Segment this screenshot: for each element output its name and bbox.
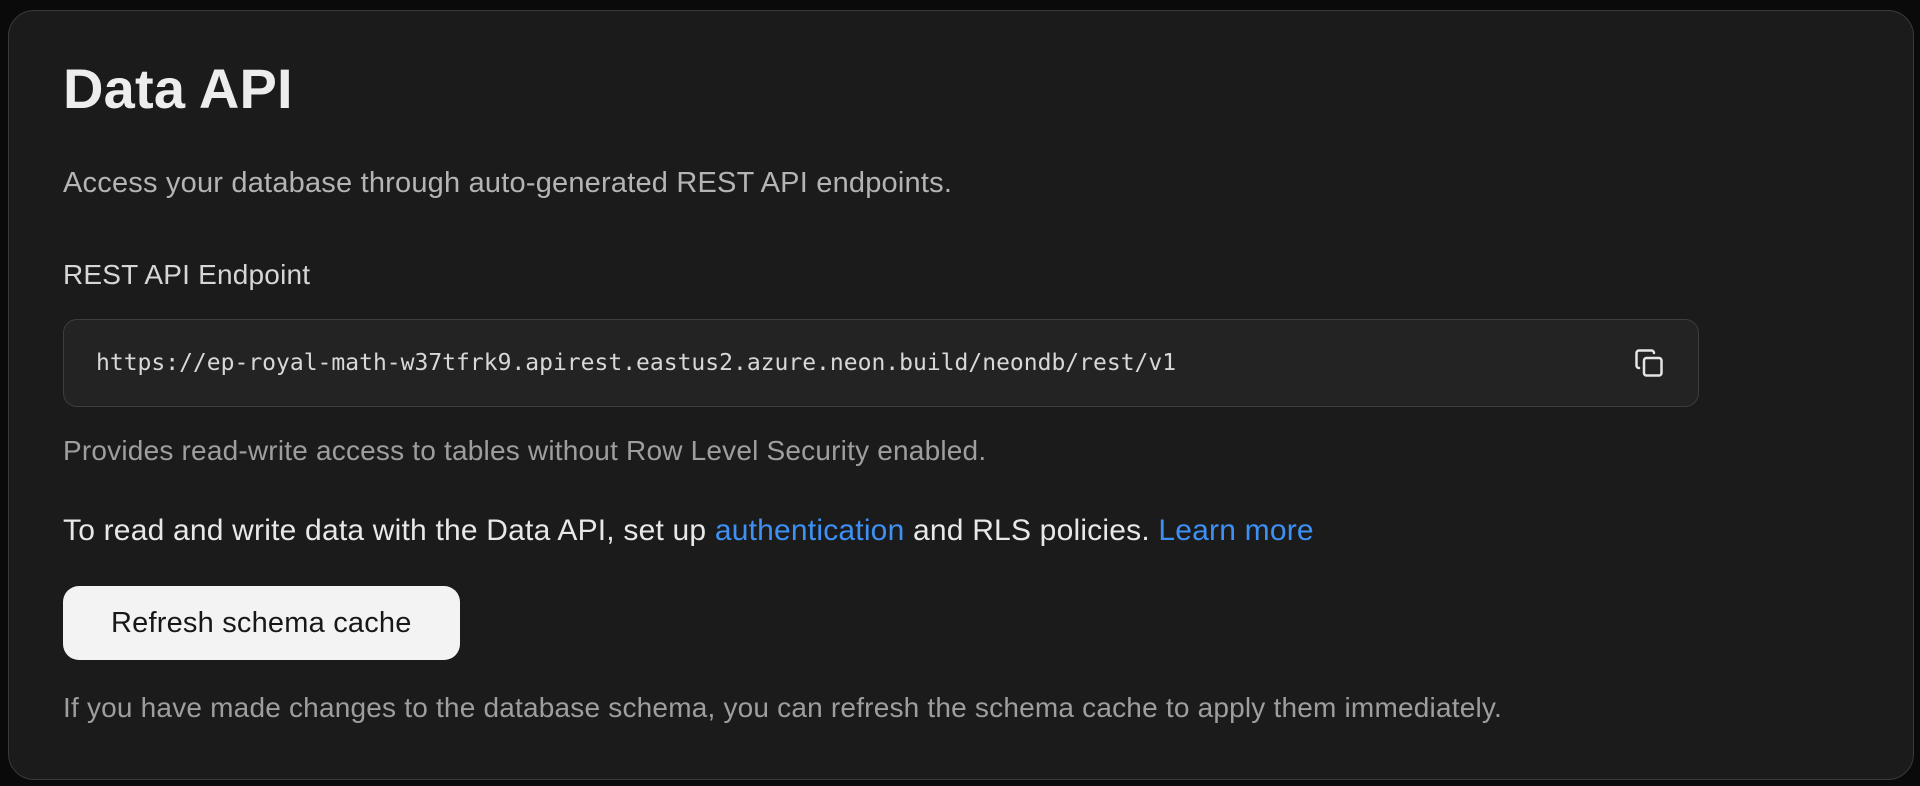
learn-more-link[interactable]: Learn more [1158, 514, 1314, 548]
authentication-link[interactable]: authentication [714, 514, 905, 548]
rest-api-endpoint-value[interactable]: https://ep-royal-math-w37tfrk9.apirest.e… [96, 350, 1177, 377]
panel-description: Access your database through auto-genera… [63, 167, 953, 200]
auth-note-text-middle: and RLS policies. [904, 514, 1159, 548]
copy-endpoint-button[interactable] [1626, 340, 1672, 386]
refresh-helper-text: If you have made changes to the database… [63, 692, 1502, 724]
endpoint-helper-text: Provides read-write access to tables wit… [63, 435, 987, 467]
auth-note-text-before: To read and write data with the Data API… [63, 514, 715, 548]
copy-icon [1634, 348, 1664, 378]
rest-api-endpoint-label: REST API Endpoint [63, 259, 311, 291]
refresh-schema-cache-button[interactable]: Refresh schema cache [63, 586, 460, 661]
data-api-panel: Data API Access your database through au… [8, 10, 1914, 780]
auth-note: To read and write data with the Data API… [63, 511, 1859, 550]
page-title: Data API [63, 57, 293, 120]
rest-api-endpoint-field[interactable]: https://ep-royal-math-w37tfrk9.apirest.e… [63, 319, 1699, 408]
